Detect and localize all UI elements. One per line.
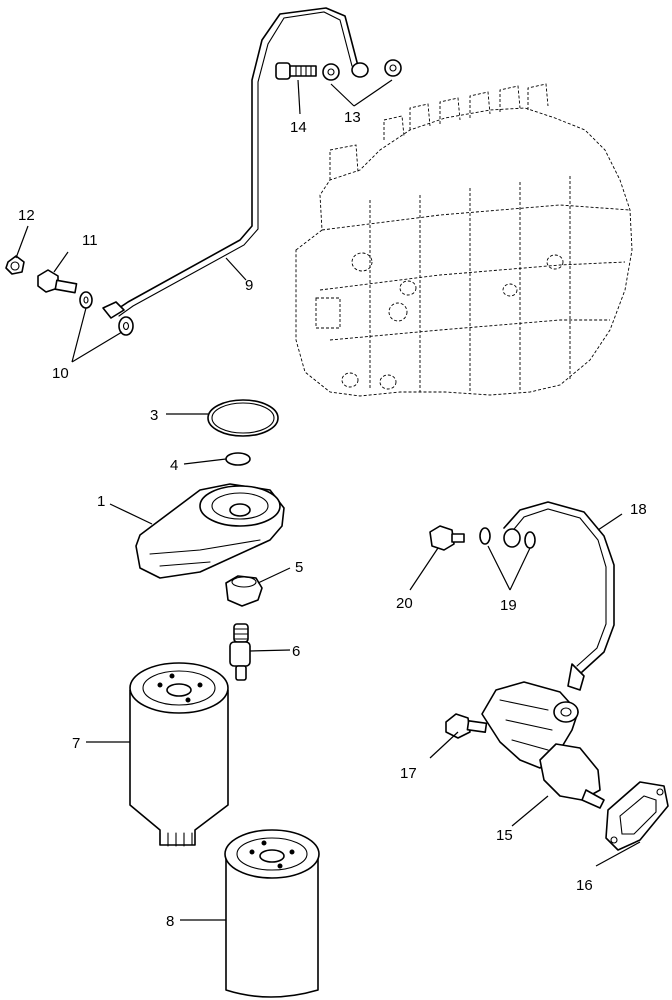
callout-5: 5 — [295, 559, 303, 576]
callout-12: 12 — [18, 207, 35, 224]
part-18-fuel-pipe — [503, 501, 615, 691]
part-20-bolt — [429, 525, 465, 551]
callout-20: 20 — [396, 595, 413, 612]
part-12-bolt — [5, 255, 25, 275]
callout-3: 3 — [150, 407, 158, 424]
callout-9: 9 — [245, 277, 253, 294]
part-7-fuel-filter — [129, 662, 229, 847]
part-4-small-o-ring — [225, 452, 251, 466]
callout-labels: 1 3 4 5 6 7 8 9 10 11 12 13 14 15 16 17 … — [18, 109, 647, 930]
callout-7: 7 — [72, 735, 80, 752]
callout-8: 8 — [166, 913, 174, 930]
part-11-banjo-bolt — [37, 269, 78, 294]
callout-11: 11 — [82, 232, 98, 249]
callout-17: 17 — [400, 765, 417, 782]
part-17-bolt — [445, 713, 488, 739]
callout-14: 14 — [290, 119, 307, 136]
callout-6: 6 — [292, 643, 300, 660]
callout-16: 16 — [576, 877, 593, 894]
part-15-feed-pump — [481, 681, 605, 809]
callout-10: 10 — [52, 365, 69, 382]
callout-4: 4 — [170, 457, 178, 474]
part-3-o-ring — [207, 399, 279, 437]
part-8-oil-filter — [224, 829, 320, 998]
part-19-washers — [479, 527, 536, 549]
callout-1: 1 — [97, 493, 105, 510]
leader-lines — [15, 79, 641, 921]
part-14-banjo-bolt — [275, 62, 317, 80]
callout-18: 18 — [630, 501, 647, 518]
injector-outlets — [383, 83, 549, 140]
callout-13: 13 — [344, 109, 361, 126]
callout-19: 19 — [500, 597, 517, 614]
part-5-nut — [225, 575, 263, 607]
callout-15: 15 — [496, 827, 513, 844]
part-13-washers — [322, 59, 402, 81]
part-6-fitting — [229, 623, 251, 681]
part-1-filter-head — [135, 483, 285, 579]
part-9-fuel-pipe — [102, 7, 369, 319]
injection-pump — [295, 83, 633, 397]
part-16-gasket — [605, 781, 669, 851]
